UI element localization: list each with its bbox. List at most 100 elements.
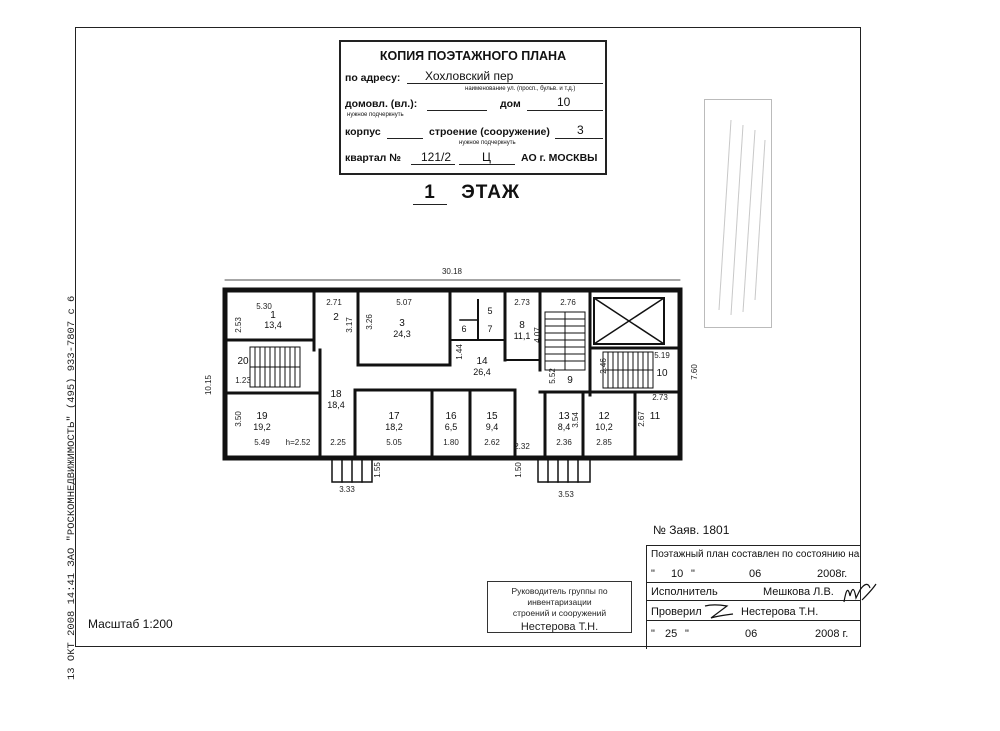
dom-underline: [527, 110, 603, 111]
date1-close-quote: ": [691, 568, 695, 580]
korpus-label: корпус: [345, 126, 381, 138]
plan-outline: [222, 287, 683, 461]
room-19-number: 19: [256, 411, 268, 422]
dom-value: 10: [557, 95, 571, 109]
dim-total-length: 30.18: [442, 267, 463, 276]
dim-label: 5.05: [386, 438, 402, 447]
dim-label: 2.76: [560, 298, 576, 307]
application-number: № Заяв. 1801: [653, 523, 730, 537]
domovl-underline: [427, 110, 487, 111]
cert-title: Поэтажный план составлен по состоянию на: [651, 549, 860, 560]
stroenie-hint: нужное подчеркнуть: [459, 140, 516, 146]
dim-label: 2.53: [234, 317, 243, 333]
dim-label: 1.80: [443, 438, 459, 447]
room-17-area: 18,2: [385, 422, 403, 432]
dim-label: 5.07: [396, 298, 412, 307]
floor-text: ЭТАЖ: [461, 182, 521, 203]
room-12-number: 12: [598, 411, 610, 422]
dim-label: 2.32: [514, 442, 530, 451]
dim-label: 4.07: [533, 327, 542, 343]
date1-month: 06: [749, 568, 762, 580]
floor-label: 1 ЭТАЖ: [413, 182, 520, 205]
checked-name: Нестерова Т.Н.: [741, 606, 819, 618]
domovl-label: домовл. (вл.):: [345, 98, 418, 110]
dim-label: 2.36: [556, 438, 572, 447]
title-heading: КОПИЯ ПОЭТАЖНОГО ПЛАНА: [379, 49, 567, 63]
cert-divider: [647, 600, 860, 601]
room-15-area: 9,4: [486, 422, 499, 432]
dim-label: 2.71: [326, 298, 342, 307]
dim-label: 5.52: [548, 368, 557, 384]
date1-day: 10: [671, 568, 684, 580]
room-12-area: 10,2: [595, 422, 613, 432]
date2-day: 25: [665, 628, 678, 640]
korpus-underline: [387, 138, 423, 139]
room-11-number: 11: [650, 411, 661, 422]
stroenie-underline: [555, 138, 603, 139]
room-13-number: 13: [558, 411, 570, 422]
date2-month: 06: [745, 628, 758, 640]
domovl-hint: нужное подчеркнуть: [347, 112, 404, 118]
document-sheet: [75, 27, 861, 647]
room-1-number: 1: [270, 310, 276, 321]
ao-label: АО г. МОСКВЫ: [521, 152, 598, 164]
stamp-line-1: Руководитель группы по инвентаризации: [511, 586, 608, 607]
date1-open-quote: ": [651, 568, 655, 580]
floor-number: 1: [413, 182, 447, 205]
room-1-area: 13,4: [264, 320, 282, 330]
faint-stamp-marks: [718, 119, 766, 316]
room-8-area: 11,1: [514, 331, 531, 341]
kvartal-code: Ц: [482, 150, 491, 164]
scale-label: Масштаб 1:200: [88, 617, 173, 631]
dim-label: 1.50: [514, 462, 523, 478]
room-14-area: 26,4: [473, 367, 491, 377]
dim-label: 5.49: [254, 438, 270, 447]
signature-executor: [843, 583, 877, 603]
room-19-area: 19,2: [253, 422, 271, 432]
dim-label: 1.55: [373, 462, 382, 478]
faint-vertical-stamp: [704, 99, 772, 328]
date2-close-quote: ": [685, 628, 689, 640]
dim-label: 2.85: [596, 438, 612, 447]
kvartal-underline: [411, 164, 455, 165]
dim-label: 2.46: [599, 358, 608, 374]
dim-label: 2.67: [637, 411, 646, 427]
dim-label: 2.73: [652, 393, 668, 402]
kvartal-label: квартал №: [345, 152, 401, 164]
dim-label: 1.23: [235, 376, 251, 385]
room-5-number: 5: [487, 306, 492, 316]
room-3-area: 24,3: [393, 329, 411, 339]
dim-label: 3.50: [234, 411, 243, 427]
room-2-number: 2: [333, 312, 339, 323]
address-underline: [407, 83, 603, 84]
staircase-right: [602, 351, 654, 389]
stroenie-value: 3: [577, 123, 584, 137]
stamp-line-2: строений и сооружений: [512, 608, 607, 618]
room-9-number: 9: [567, 375, 573, 386]
cert-divider: [647, 620, 860, 621]
date1-year: 2008г.: [817, 568, 848, 580]
dim-label: 2.62: [484, 438, 500, 447]
kvartal-code-underline: [459, 164, 515, 165]
staircase-middle: [544, 311, 586, 371]
kvartal-value: 121/2: [421, 150, 452, 164]
entrance-porch-right: [537, 457, 591, 483]
room-15-number: 15: [486, 411, 498, 422]
room-14-number: 14: [476, 356, 488, 367]
signature-checked: [704, 604, 734, 619]
dim-label: 5.30: [256, 302, 272, 311]
dim-label: 3.54: [571, 412, 580, 428]
room-20-number: 20: [237, 356, 249, 367]
elevator-cross: [592, 296, 666, 346]
date2-year: 2008 г.: [815, 628, 849, 640]
room-18a-number: 18: [330, 389, 342, 400]
date2-open-quote: ": [651, 628, 655, 640]
title-block: КОПИЯ ПОЭТАЖНОГО ПЛАНА по адресу: Хохлов…: [339, 40, 607, 175]
checked-label: Проверил: [651, 606, 702, 618]
room-6-number: 6: [461, 324, 466, 334]
executor-name: Мешкова Л.В.: [763, 586, 834, 598]
certification-block: Поэтажный план составлен по состоянию на…: [646, 545, 861, 649]
room-17-number: 17: [388, 411, 400, 422]
executor-label: Исполнитель: [651, 586, 718, 598]
